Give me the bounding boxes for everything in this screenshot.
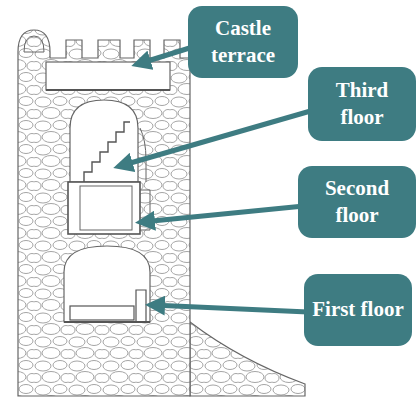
first-floor-room — [64, 246, 150, 322]
leader-arrow — [152, 305, 308, 312]
callout-label: Castle terrace — [194, 15, 292, 70]
turret — [24, 36, 44, 52]
first-floor-floor — [64, 321, 150, 323]
callout-label: First floor — [312, 296, 404, 323]
first-floor-ladder — [136, 290, 146, 322]
callout-label: Third floor — [314, 77, 410, 132]
callout-box: First floor — [304, 274, 412, 346]
callout-box: Second floor — [298, 166, 416, 238]
callout-label: Second floor — [304, 175, 410, 230]
leader-arrow — [120, 110, 314, 166]
second-floor-frame — [80, 186, 132, 230]
tower-body — [18, 30, 190, 396]
callout-box: Third floor — [308, 67, 416, 141]
terrace-floor — [46, 89, 170, 91]
wall-line — [140, 128, 146, 182]
staircase — [84, 122, 130, 182]
first-floor-platform — [70, 306, 134, 320]
leader-arrow — [142, 206, 304, 222]
callout-box: Castle terrace — [188, 6, 298, 78]
third-floor-room — [70, 100, 138, 182]
terrace-area — [46, 62, 170, 90]
tower-ramp — [190, 322, 305, 396]
second-floor-room — [68, 182, 140, 234]
